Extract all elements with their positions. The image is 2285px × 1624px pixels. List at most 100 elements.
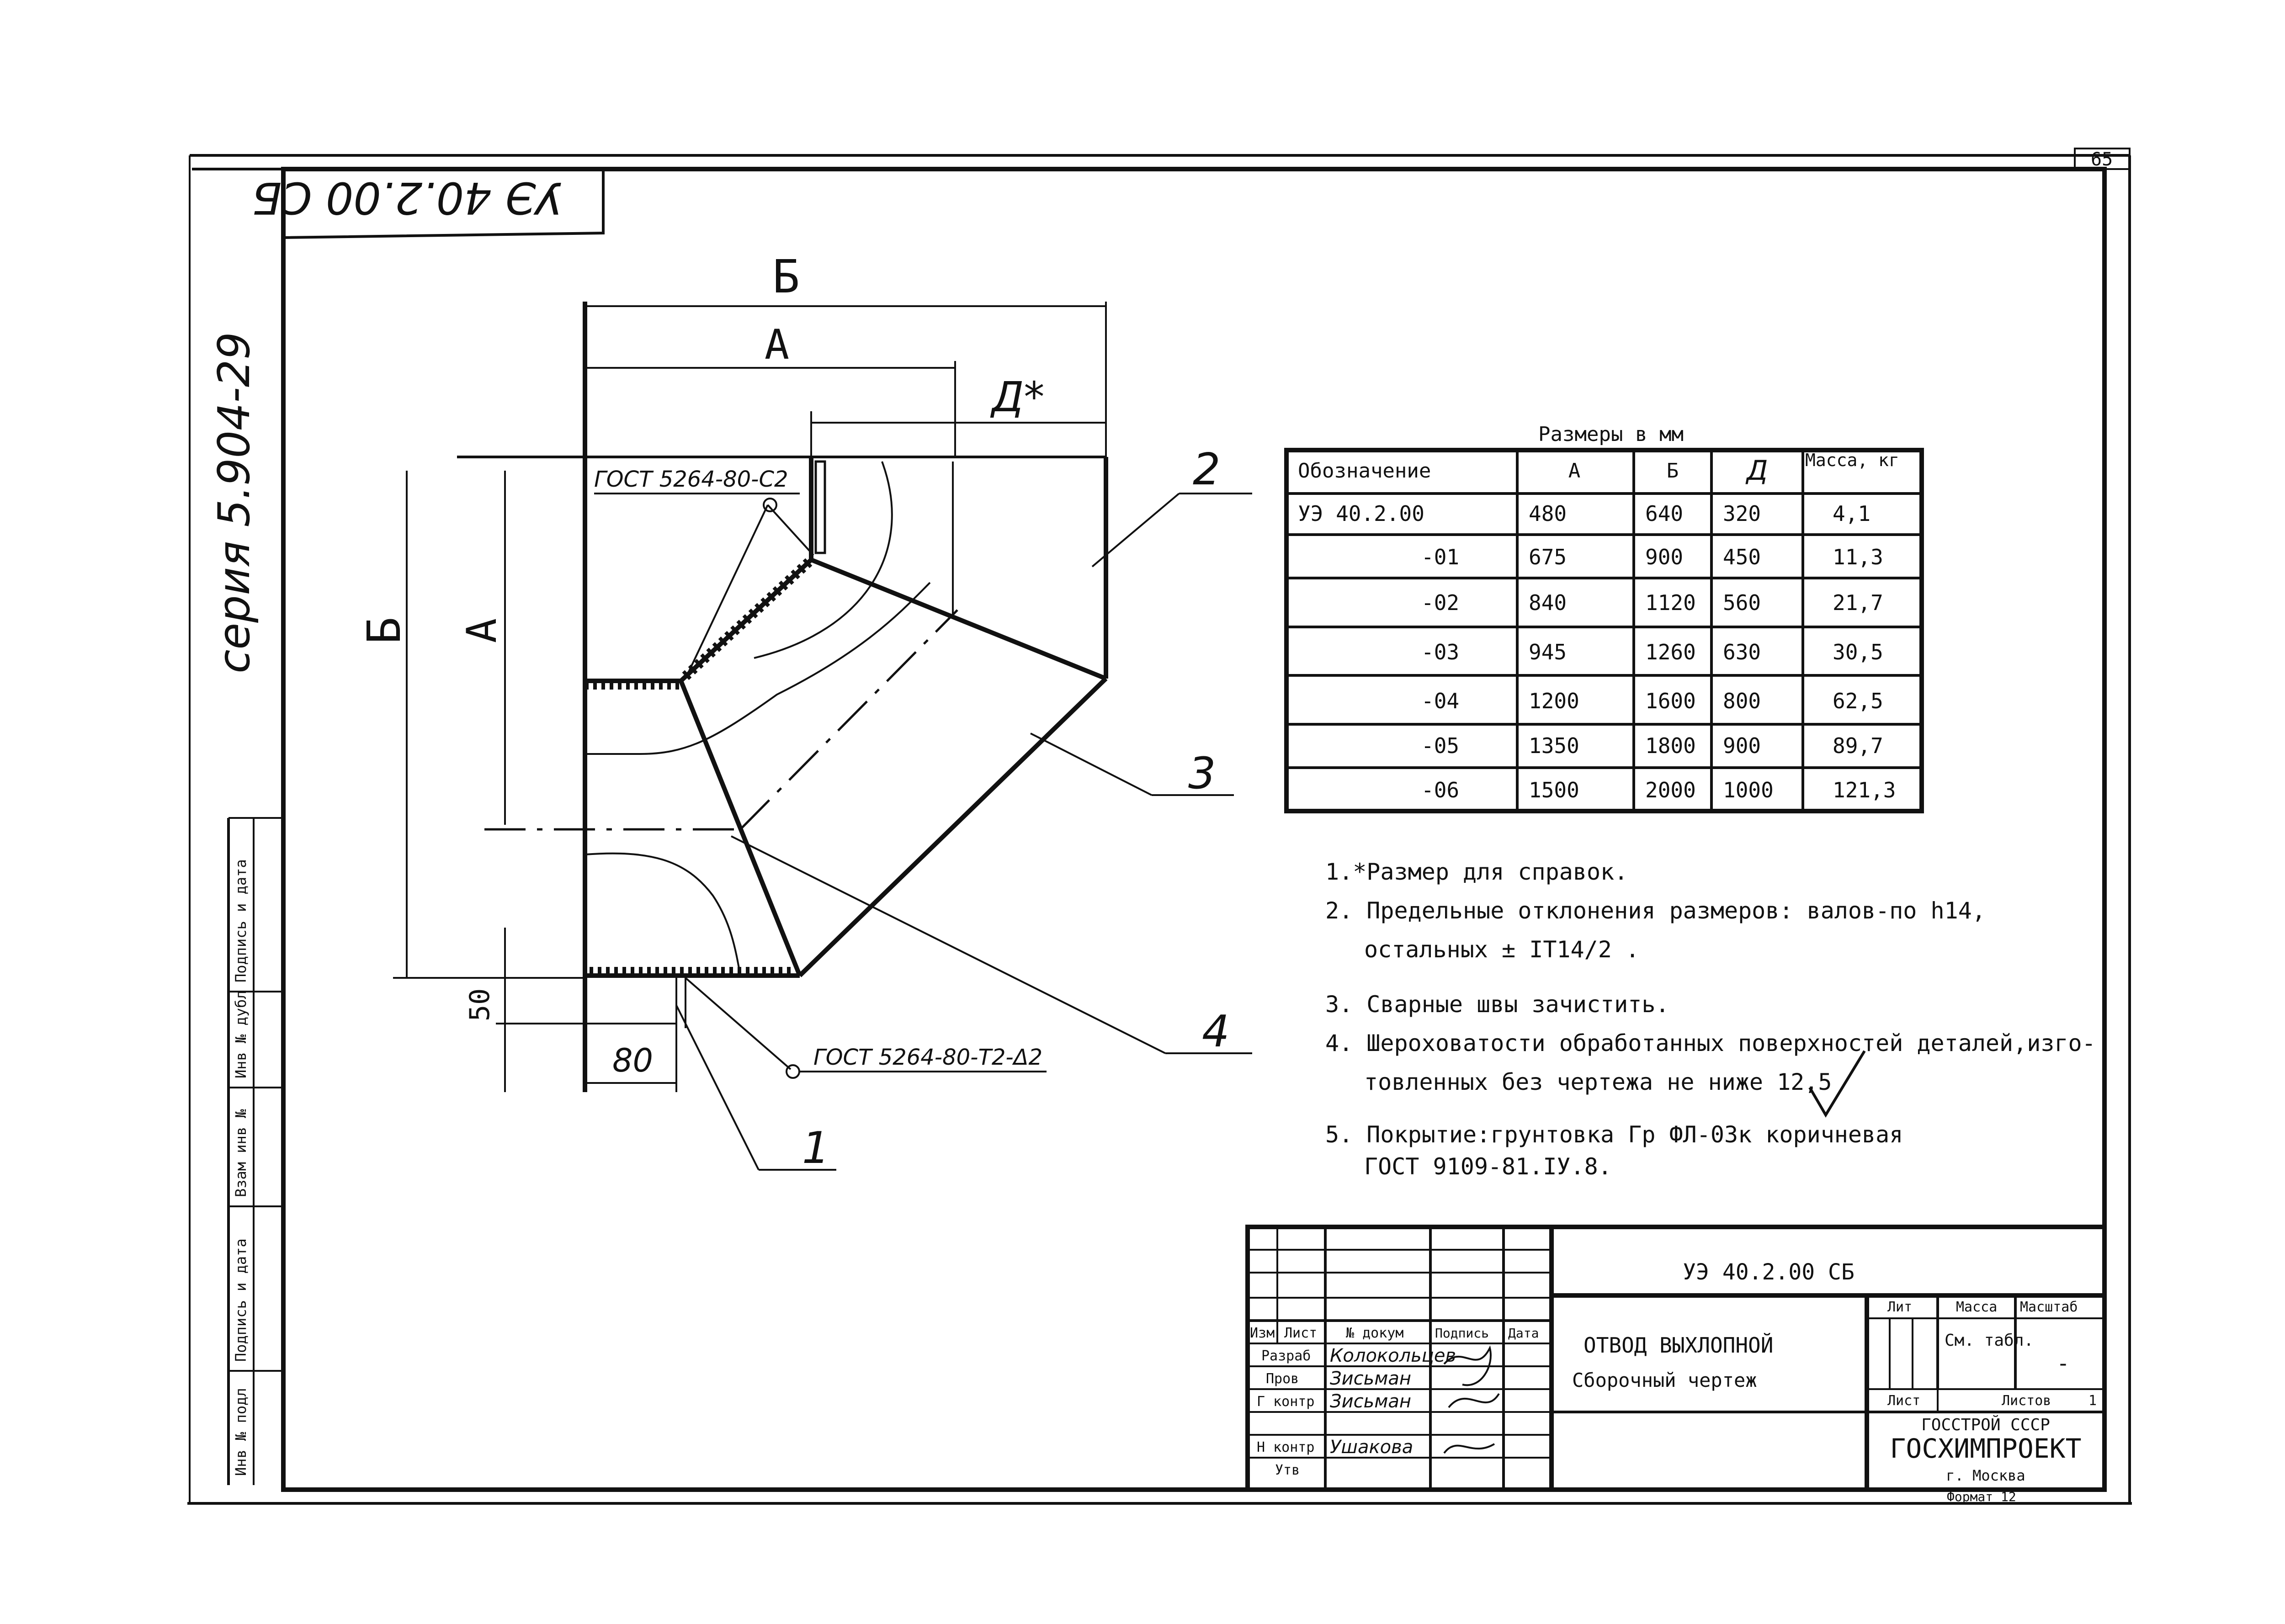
tb-col-izm: Изм <box>1250 1325 1275 1341</box>
table-cell: 320 <box>1723 501 1761 526</box>
title-name: ОТВОД ВЫХЛОПНОЙ <box>1584 1333 1773 1358</box>
tb-role-prov: Пров <box>1266 1371 1299 1387</box>
title-doc-type: Сборочный чертеж <box>1572 1369 1757 1391</box>
table-cell: 1600 <box>1645 689 1696 713</box>
table-cell: 900 <box>1723 733 1761 758</box>
callout-1: 1 <box>802 1123 829 1173</box>
dim-a-top: А <box>765 321 789 369</box>
table-row: -02 840 1120 560 21,7 <box>1421 590 1883 615</box>
table-cell: -05 <box>1421 733 1459 758</box>
table-cell: 480 <box>1529 501 1567 526</box>
note-2a: 2. Предельные отклонения размеров: валов… <box>1325 897 1986 924</box>
tb-sheets-label: Листов <box>2002 1393 2051 1409</box>
note-4b: товленных без чертежа не ниже 12,5 <box>1364 1069 1832 1095</box>
table-row: -01 675 900 450 11,3 <box>1421 545 1883 569</box>
table-cell: 1000 <box>1723 778 1774 802</box>
weld-note-top: ГОСТ 5264-80-С2 <box>594 467 788 492</box>
tb-role-nkontr: Н контр <box>1257 1439 1314 1455</box>
callout-4: 4 <box>1202 1007 1229 1057</box>
dim-b-left: Б <box>357 617 411 644</box>
table-caption: Размеры в мм <box>1538 423 1684 446</box>
table-cell: -01 <box>1421 545 1459 569</box>
table-cell: 945 <box>1529 640 1567 664</box>
table-header: Масса, кг <box>1805 450 1899 470</box>
corner-sheet-number: 65 <box>2091 149 2113 170</box>
dim-d-top: Д* <box>990 373 1044 421</box>
table-header: Д <box>1745 455 1768 487</box>
dim-a-left: А <box>458 618 506 643</box>
table-cell: 11,3 <box>1833 545 1883 569</box>
top-stamp-box <box>192 168 605 239</box>
table-cell: -06 <box>1421 778 1459 802</box>
table-cell: 121,3 <box>1833 778 1896 802</box>
table-row: -06 1500 2000 1000 121,3 <box>1421 778 1896 802</box>
tb-col-sign: Подпись <box>1435 1326 1489 1341</box>
note-1: 1.*Размер для справок. <box>1325 859 1628 885</box>
tb-name-gkontr: Зисьман <box>1330 1391 1411 1412</box>
tb-col-date: Дата <box>1508 1326 1539 1341</box>
tb-col-doc: № докум <box>1346 1325 1403 1341</box>
tb-mass-label: Масса <box>1956 1299 1997 1315</box>
weld-note-bottom: ГОСТ 5264-80-Т2-Δ2 <box>813 1045 1042 1070</box>
signature-marks <box>1443 1345 1500 1454</box>
table-cell: 4,1 <box>1833 501 1871 526</box>
tb-format: Формат 12 <box>1947 1489 2016 1504</box>
tb-role-razrab: Разраб <box>1261 1348 1311 1364</box>
table-cell: 640 <box>1645 501 1683 526</box>
side-stamp <box>227 817 283 1485</box>
side-vzam-inv: Взам инв № <box>232 1109 250 1197</box>
title-block <box>1245 1225 2107 1492</box>
callout-2: 2 <box>1193 445 1220 495</box>
note-5b: ГОСТ 9109-81.IУ.8. <box>1364 1153 1612 1180</box>
callout-3: 3 <box>1188 748 1216 799</box>
tb-sheets-value: 1 <box>2088 1393 2097 1409</box>
table-cell: УЭ 40.2.00 <box>1298 501 1424 526</box>
tb-col-list: Лист <box>1284 1325 1317 1341</box>
note-2b: остальных ± IT14/2 . <box>1364 936 1639 963</box>
table-header: Обозначение <box>1298 459 1431 483</box>
tb-org-gosxim: ГОСХИМПРОЕКТ <box>1890 1433 2081 1464</box>
table-cell: 1500 <box>1529 778 1579 802</box>
table-cell: -02 <box>1421 590 1459 615</box>
table-cell: 1260 <box>1645 640 1696 664</box>
tb-mass-value: См. табл. <box>1945 1331 2034 1350</box>
table-cell: 675 <box>1529 545 1567 569</box>
table-cell: 1800 <box>1645 733 1696 758</box>
table-cell: 1350 <box>1529 733 1579 758</box>
table-row: -03 945 1260 630 30,5 <box>1421 640 1883 664</box>
table-header: А <box>1568 459 1581 483</box>
sheet-frame <box>187 148 2132 1505</box>
tb-role-utv: Утв <box>1275 1462 1300 1478</box>
table-cell: 630 <box>1723 640 1761 664</box>
table-cell: 1200 <box>1529 689 1579 713</box>
table-cell: -03 <box>1421 640 1459 664</box>
table-cell: 62,5 <box>1833 689 1883 713</box>
tb-name-prov: Зисьман <box>1330 1368 1411 1389</box>
series-label: серия 5.904-29 <box>209 332 260 673</box>
table-header: Б <box>1667 459 1679 483</box>
tb-org-gosstroy: ГОССТРОЙ СССР <box>1921 1415 2050 1434</box>
tb-scale-value: - <box>2056 1351 2070 1376</box>
note-4a: 4. Шероховатости обработанных поверхност… <box>1325 1030 2096 1056</box>
tb-sheet-label: Лист <box>1887 1393 1920 1409</box>
table-cell: 21,7 <box>1833 590 1883 615</box>
table-cell: 840 <box>1529 590 1567 615</box>
dimensions-table <box>1284 448 1924 813</box>
note-5a: 5. Покрытие:грунтовка Гр ФЛ-03к коричнев… <box>1325 1121 1903 1148</box>
side-inv-dubl: Инв № дубл <box>232 990 250 1078</box>
tb-org-city: г. Москва <box>1946 1467 2025 1484</box>
dim-b-top: Б <box>772 250 800 303</box>
table-cell: 900 <box>1645 545 1683 569</box>
table-cell: -04 <box>1421 689 1459 713</box>
side-inv-podl: Инв № подл <box>232 1388 250 1476</box>
table-cell: 2000 <box>1645 778 1696 802</box>
tb-role-gkontr: Г контр <box>1257 1394 1314 1410</box>
stamp-code-inverted: УЭ 40.2.00 СБ <box>252 172 562 223</box>
tb-lit-label: Лит <box>1887 1299 1912 1315</box>
roughness-check-icon <box>1808 1050 1866 1118</box>
table-row: -04 1200 1600 800 62,5 <box>1421 689 1883 713</box>
tb-name-nkontr: Ушакова <box>1330 1437 1413 1458</box>
table-row: -05 1350 1800 900 89,7 <box>1421 733 1883 758</box>
table-cell: 1120 <box>1645 590 1696 615</box>
elbow-drawing <box>393 302 1252 1171</box>
